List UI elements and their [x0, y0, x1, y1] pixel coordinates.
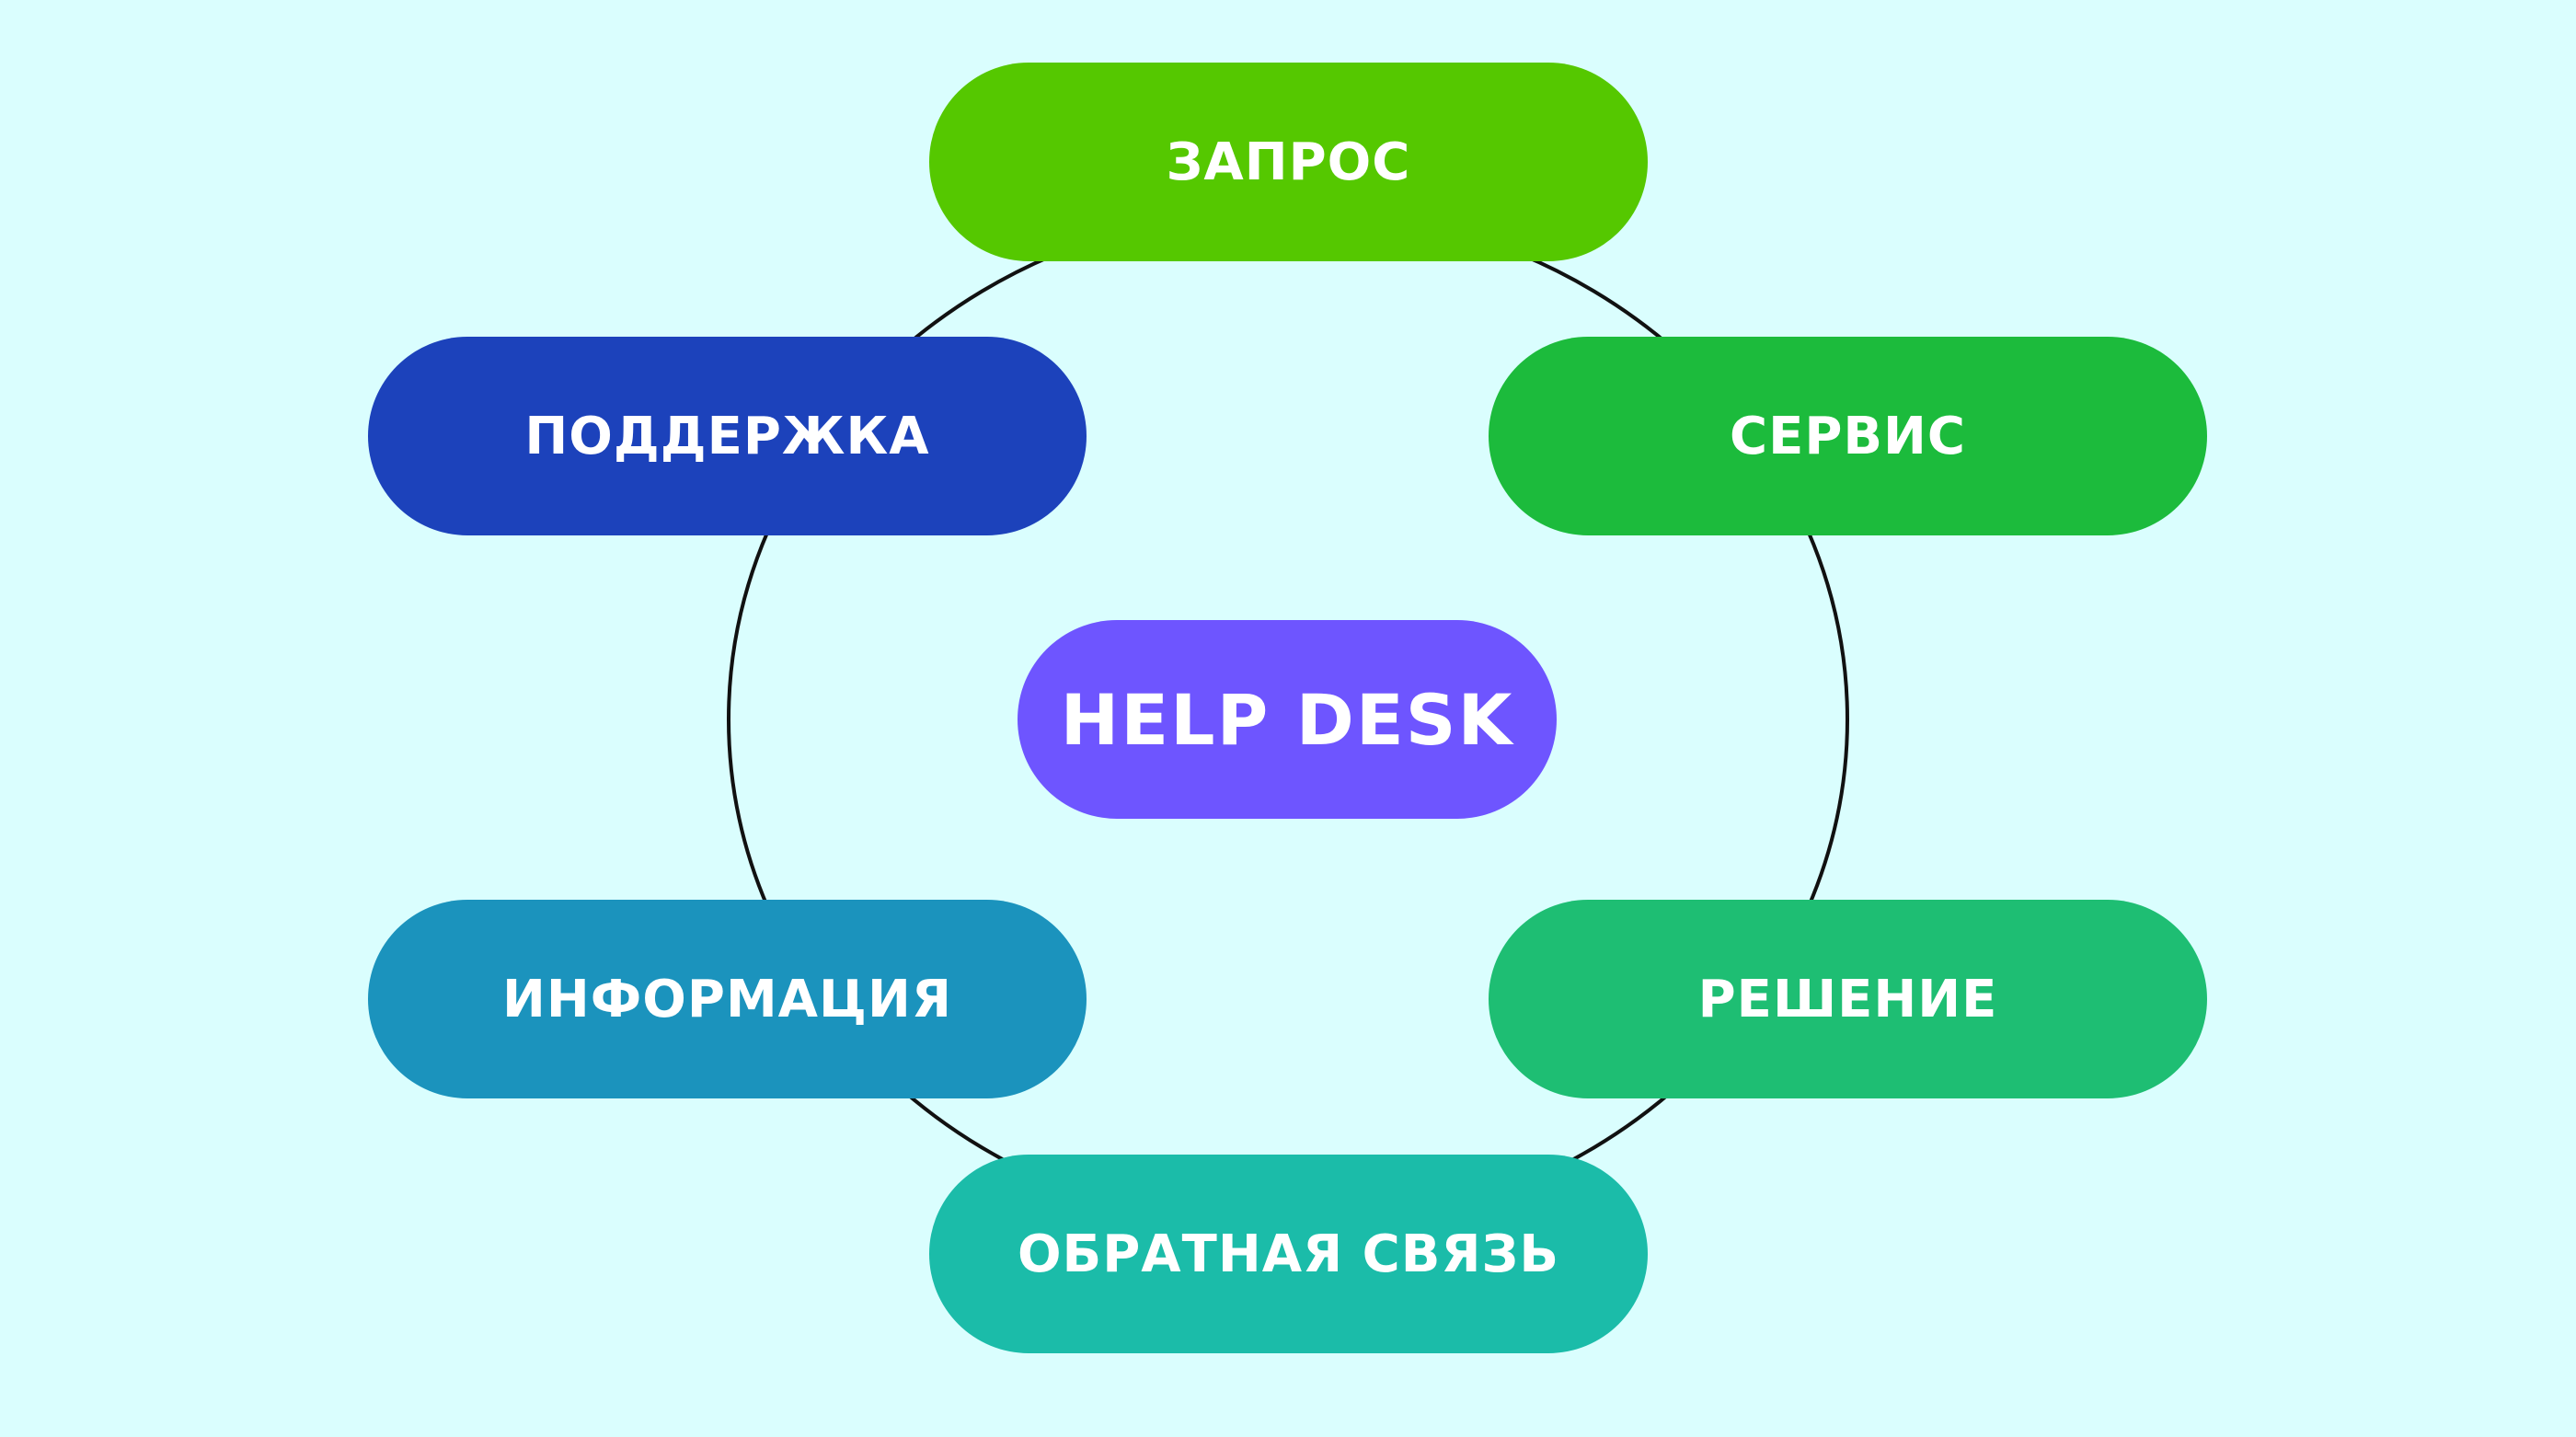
node-label-servis: СЕРВИС — [1729, 406, 1967, 466]
node-reshenie: РЕШЕНИЕ — [1489, 900, 2207, 1098]
node-zapros: ЗАПРОС — [929, 63, 1648, 261]
center-node-label: HELP DESK — [1060, 678, 1514, 761]
center-node-help-desk: HELP DESK — [1018, 620, 1557, 819]
node-label-zapros: ЗАПРОС — [1166, 132, 1411, 192]
node-label-obratnaya-svyaz: ОБРАТНАЯ СВЯЗЬ — [1017, 1224, 1560, 1284]
node-label-reshenie: РЕШЕНИЕ — [1697, 969, 1998, 1029]
node-obratnaya-svyaz: ОБРАТНАЯ СВЯЗЬ — [929, 1155, 1648, 1353]
node-label-informatsiya: ИНФОРМАЦИЯ — [502, 969, 952, 1029]
node-servis: СЕРВИС — [1489, 337, 2207, 535]
node-label-podderzhka: ПОДДЕРЖКА — [524, 406, 930, 466]
node-podderzhka: ПОДДЕРЖКА — [368, 337, 1087, 535]
node-informatsiya: ИНФОРМАЦИЯ — [368, 900, 1087, 1098]
